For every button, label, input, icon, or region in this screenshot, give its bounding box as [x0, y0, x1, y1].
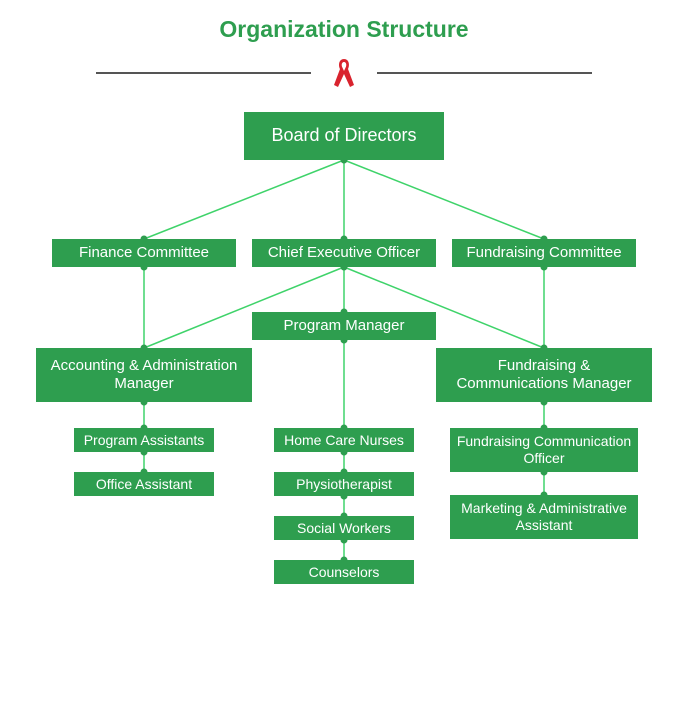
node-finance-committee: Finance Committee [52, 239, 236, 267]
node-counselors: Counselors [274, 560, 414, 584]
red-ribbon-icon [334, 59, 354, 87]
connector-board-to-fundraising_committee [343, 159, 545, 240]
node-fundraising-communications-manager: Fundraising & Communications Manager [436, 348, 652, 402]
connector-board-to-finance_committee [143, 159, 345, 240]
node-program-assistants: Program Assistants [74, 428, 214, 452]
connector-ceo-to-fundraising_comm_manager [343, 266, 545, 349]
node-fundraising-communication-officer: Fundraising Communication Officer [450, 428, 638, 472]
node-fundraising-committee: Fundraising Committee [452, 239, 636, 267]
node-physiotherapist: Physiotherapist [274, 472, 414, 496]
node-social-workers: Social Workers [274, 516, 414, 540]
node-accounting-administration-manager: Accounting & Administration Manager [36, 348, 252, 402]
connector-ceo-to-accounting_admin_manager [143, 266, 345, 349]
node-marketing-administrative-assistant: Marketing & Administrative Assistant [450, 495, 638, 539]
page-title: Organization Structure [219, 16, 469, 42]
node-chief-executive-officer: Chief Executive Officer [252, 239, 436, 267]
node-home-care-nurses: Home Care Nurses [274, 428, 414, 452]
divider-left [96, 72, 311, 74]
node-program-manager: Program Manager [252, 312, 436, 340]
divider-right [377, 72, 592, 74]
node-board-of-directors: Board of Directors [244, 112, 444, 160]
node-office-assistant: Office Assistant [74, 472, 214, 496]
